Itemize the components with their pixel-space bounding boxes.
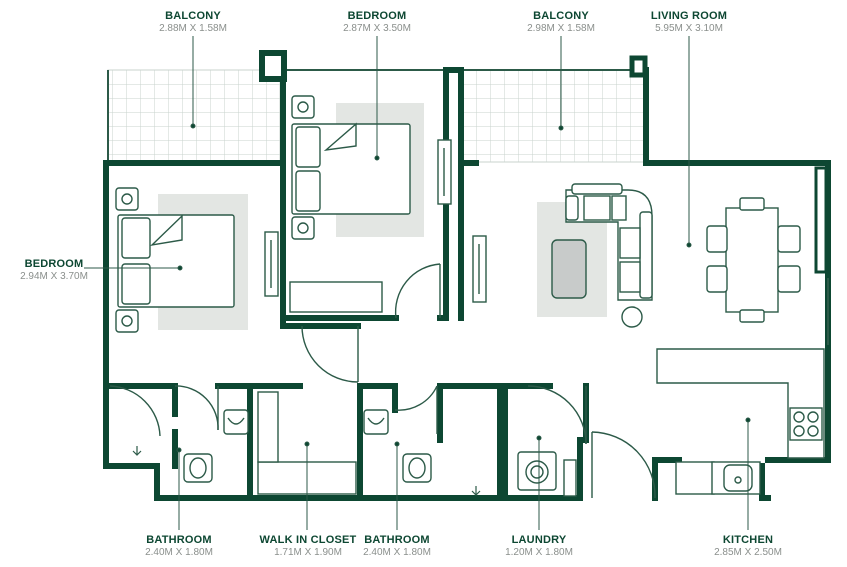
dining-set: [706, 197, 801, 323]
balcony-left-floor: [107, 69, 281, 163]
living-furniture: [551, 183, 653, 328]
label-laundry: LAUNDRY 1.20M X 1.80M: [505, 534, 573, 558]
column-right: [629, 55, 648, 78]
column-left: [259, 50, 287, 82]
label-kitchen: KITCHEN 2.85M X 2.50M: [714, 534, 782, 558]
bedroom-top-bed: [291, 95, 411, 240]
leader-lines: [84, 36, 751, 530]
label-bathroom-right: BATHROOM 2.40M X 1.80M: [363, 534, 431, 558]
label-bathroom-left: BATHROOM 2.40M X 1.80M: [145, 534, 213, 558]
bedroom-left-bed: [115, 187, 235, 333]
label-bedroom-top: BEDROOM 2.87M X 3.50M: [343, 10, 411, 34]
kitchen-counter: [656, 348, 825, 495]
floor-drains: [132, 446, 481, 496]
bathroom-fixtures: [183, 409, 577, 497]
balcony-right-floor: [461, 69, 645, 163]
label-walk-in-closet: WALK IN CLOSET 1.71M X 1.90M: [259, 534, 357, 558]
doors: [109, 263, 656, 499]
label-balcony-right: BALCONY 2.98M X 1.58M: [527, 10, 595, 34]
label-balcony-left: BALCONY 2.88M X 1.58M: [159, 10, 227, 34]
label-living-room: LIVING ROOM 5.95M X 3.10M: [650, 10, 728, 34]
label-bedroom-left: BEDROOM 2.94M X 3.70M: [20, 258, 88, 282]
walls: [103, 67, 831, 501]
